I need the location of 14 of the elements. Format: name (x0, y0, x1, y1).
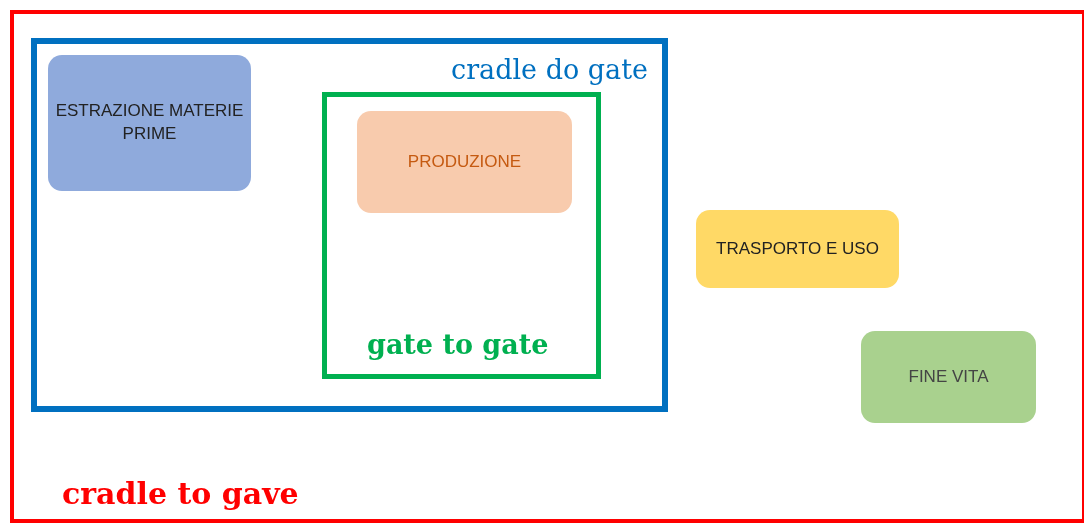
boundary-frame (10, 10, 1084, 523)
boundary-frame (322, 92, 601, 379)
stage-label: TRASPORTO E USO (716, 237, 879, 260)
stage-box (48, 55, 251, 191)
boundary-title: gate to gate (367, 329, 549, 360)
stage-label: FINE VITA (908, 365, 989, 388)
stage-label: PRODUZIONE (407, 150, 522, 173)
boundary-frame (31, 38, 668, 412)
boundary-title: cradle do gate (451, 54, 648, 85)
stage-label: ESTRAZIONE MATERIE PRIME (55, 100, 244, 145)
stage-box (861, 331, 1036, 423)
stage-box (357, 111, 572, 213)
stage-box (696, 210, 899, 288)
boundary-title: cradle to gave (62, 476, 299, 511)
